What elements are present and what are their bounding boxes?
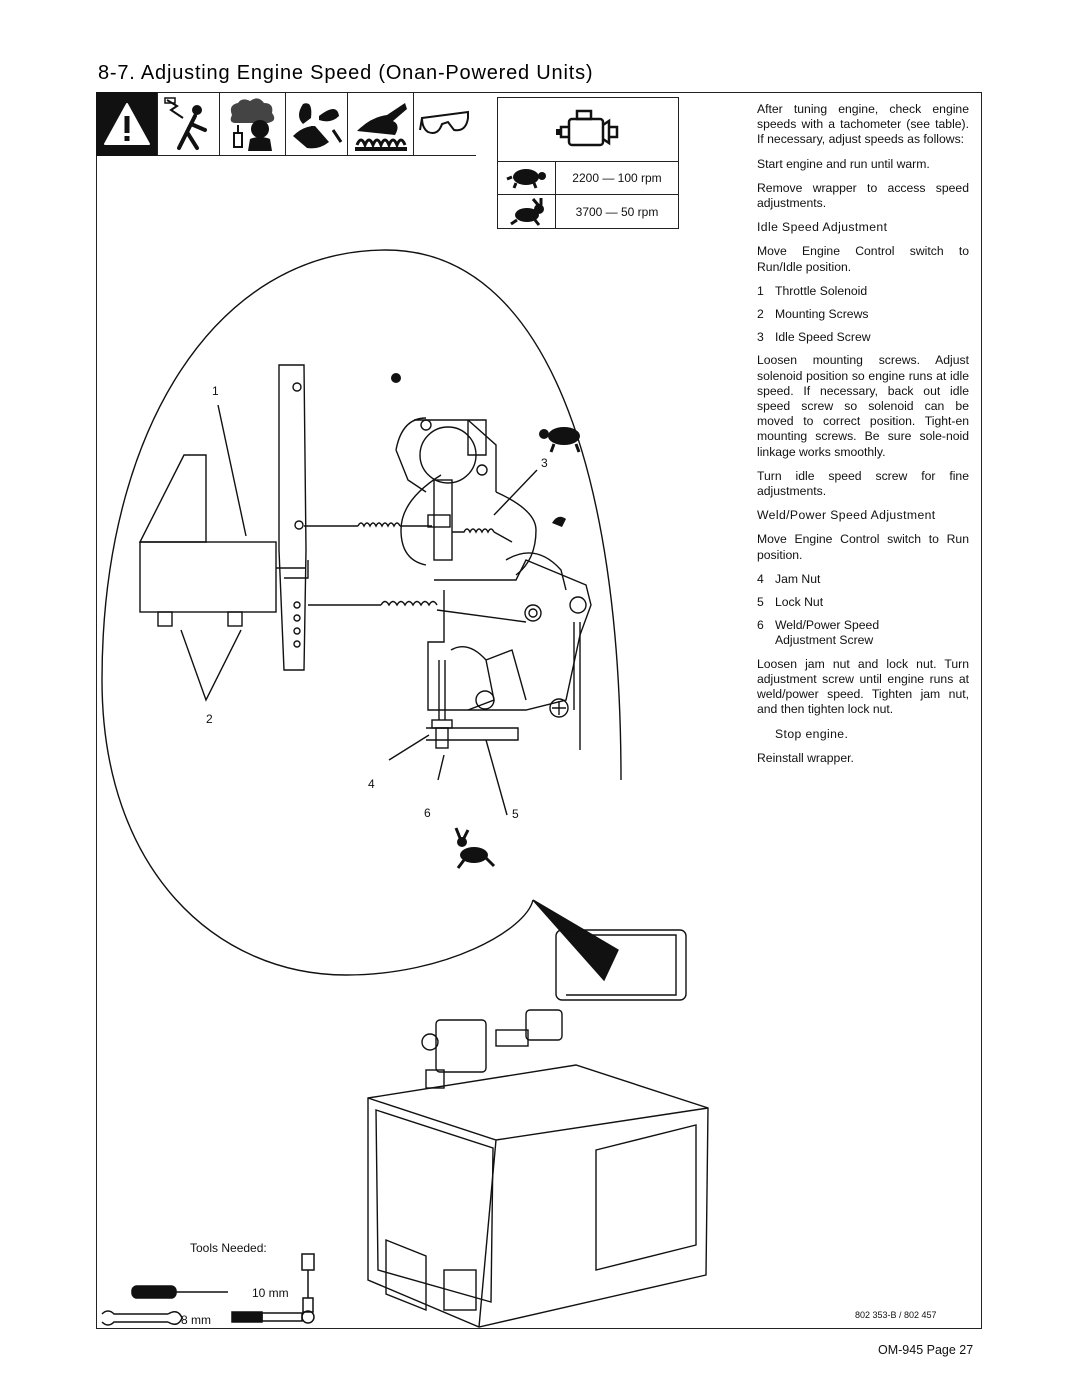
wrench-icon [101, 1310, 183, 1326]
idle-loosen-text: Loosen mounting screws. Adjust solenoid … [757, 353, 969, 459]
tools-icons [101, 1253, 315, 1326]
safety-glasses-icon [414, 92, 476, 156]
callout-1: 1 [212, 384, 219, 398]
socket-icon [301, 1253, 315, 1313]
figure-frame [96, 92, 982, 1329]
weld-loosen-text: Loosen jam nut and lock nut. Turn adjust… [757, 656, 969, 717]
callout-2: 2 [206, 712, 213, 726]
fumes-icon [220, 92, 286, 156]
tools-needed-label: Tools Needed: [190, 1241, 267, 1255]
weld-heading: Weld/Power Speed Adjustment [757, 508, 936, 523]
wrench-size: 8 mm [181, 1313, 211, 1327]
weld-switch-text: Move Engine Control switch to Run positi… [757, 532, 969, 562]
electric-shock-icon [158, 92, 220, 156]
warning-triangle-icon [96, 92, 158, 156]
instructions-column: After tuning engine, check engine speeds… [757, 102, 969, 775]
turtle-icon [498, 162, 556, 194]
callout-5: 5 [512, 807, 519, 821]
engine-speed-adjustment-drawing [101, 249, 709, 1328]
ratchet-icon [231, 1310, 315, 1324]
rabbit-icon [454, 827, 496, 869]
start-text: Start engine and run until warm. [757, 156, 930, 171]
idle-switch-text: Move Engine Control switch to Run/Idle p… [757, 244, 969, 274]
section-title: 8-7. Adjusting Engine Speed (Onan-Powere… [98, 62, 594, 84]
rabbit-icon [498, 195, 556, 228]
engine-icon [498, 98, 678, 162]
engine-speed-table: 2200 — 100 rpm 3700 — 50 rpm [497, 97, 679, 229]
turtle-icon [539, 427, 581, 453]
safety-icon-strip [96, 92, 476, 156]
figure-code: 802 353-B / 802 457 [855, 1310, 937, 1320]
weld-speed-row: 3700 — 50 rpm [498, 195, 678, 228]
weld-speed-value: 3700 — 50 rpm [575, 204, 659, 219]
idle-heading: Idle Speed Adjustment [757, 220, 888, 235]
moving-parts-icon [286, 92, 348, 156]
stop-engine-text: Stop engine. [775, 726, 849, 741]
hot-parts-icon [348, 92, 414, 156]
socket-size: 10 mm [252, 1286, 289, 1300]
callout-4: 4 [368, 777, 375, 791]
idle-speed-row: 2200 — 100 rpm [498, 162, 678, 195]
page-number: OM-945 Page 27 [878, 1343, 974, 1357]
idle-turn-text: Turn idle speed screw for fine adjustmen… [757, 468, 969, 499]
screwdriver-icon [131, 1285, 228, 1299]
reinstall-text: Reinstall wrapper. [757, 750, 854, 765]
remove-text: Remove wrapper to access speed adjustmen… [757, 180, 969, 211]
callout-3: 3 [541, 456, 548, 470]
intro-text: After tuning engine, check engine speeds… [757, 102, 969, 147]
idle-speed-value: 2200 — 100 rpm [572, 171, 662, 185]
callout-6: 6 [424, 806, 431, 820]
